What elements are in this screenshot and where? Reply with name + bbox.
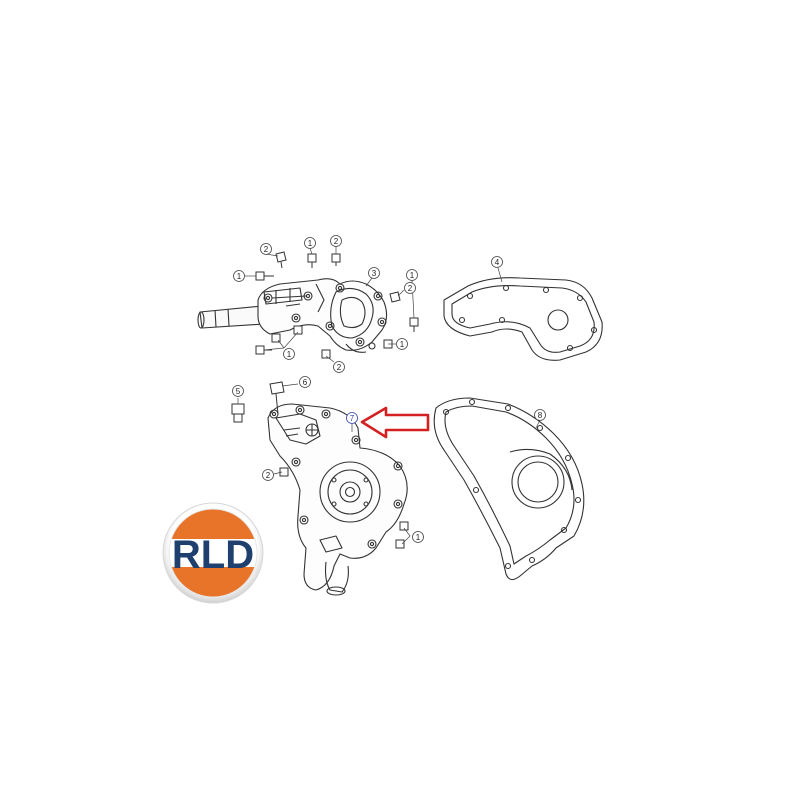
svg-text:1: 1: [416, 533, 421, 542]
pump-gasket: [433, 397, 585, 581]
callout-3: 3: [368, 267, 380, 279]
water-pump: [267, 403, 408, 596]
callout-6: 6: [299, 376, 311, 388]
rld-logo: RLD: [162, 502, 264, 604]
svg-text:2: 2: [264, 245, 269, 254]
callout-5: 5: [232, 385, 244, 397]
callout-1: 1: [396, 338, 408, 350]
svg-text:1: 1: [308, 239, 313, 248]
bolt: [307, 253, 317, 268]
bolt: [399, 521, 409, 531]
svg-text:1: 1: [237, 272, 242, 281]
bolt: [255, 271, 274, 281]
svg-text:5: 5: [236, 387, 241, 396]
svg-text:2: 2: [337, 363, 342, 372]
bolt: [275, 251, 287, 269]
callout-1: 1: [406, 269, 418, 281]
bolt: [321, 349, 331, 359]
svg-text:1: 1: [287, 350, 292, 359]
callout-1: 1: [412, 531, 424, 543]
callout-2: 2: [404, 282, 416, 294]
callout-2: 2: [260, 243, 272, 255]
logo-text: RLD: [172, 533, 254, 577]
bolt: [293, 325, 303, 335]
bolt: [331, 253, 341, 266]
svg-text:8: 8: [538, 411, 543, 420]
callout-7-highlighted: 7: [346, 412, 358, 424]
bolt: [409, 317, 419, 332]
callout-2: 2: [262, 469, 274, 481]
svg-text:1: 1: [400, 340, 405, 349]
callouts: 2 1 2 1 3 2 1 1 1 2 4 5 6 7 8 2 1: [232, 235, 546, 543]
callout-2: 2: [333, 361, 345, 373]
callout-8: 8: [534, 409, 546, 421]
bolt: [279, 467, 289, 477]
water-outlet-housing: [197, 278, 388, 353]
callout-1: 1: [233, 270, 245, 282]
bolt: [395, 539, 405, 549]
bolt: [255, 345, 272, 355]
leader-lines: [237, 246, 541, 545]
bolt-part-6: [269, 381, 285, 415]
svg-text:2: 2: [266, 471, 271, 480]
svg-text:1: 1: [410, 271, 415, 280]
outlet-gasket: [443, 277, 603, 361]
svg-text:2: 2: [334, 237, 339, 246]
callout-2: 2: [330, 235, 342, 247]
bolt-part-5: [231, 403, 245, 423]
highlight-arrow: [360, 406, 430, 439]
svg-text:3: 3: [372, 269, 377, 278]
callout-1: 1: [304, 237, 316, 249]
svg-text:4: 4: [495, 258, 500, 267]
fasteners: [231, 251, 419, 549]
bolt: [389, 291, 401, 303]
svg-text:7: 7: [350, 414, 355, 423]
callout-4: 4: [491, 256, 503, 268]
callout-1: 1: [283, 348, 295, 360]
svg-text:6: 6: [303, 378, 308, 387]
svg-text:2: 2: [408, 284, 413, 293]
